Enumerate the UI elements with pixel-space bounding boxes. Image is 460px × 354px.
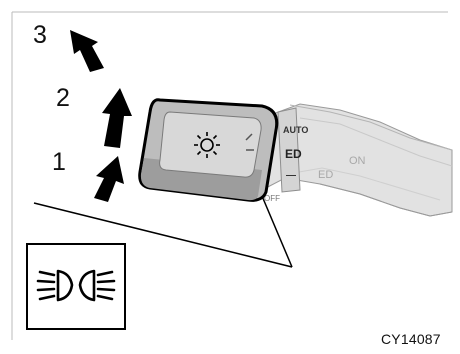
stalk-marking-on: ON [349, 155, 366, 167]
arrow-position-3 [70, 30, 104, 72]
high-beam-headlight-icon [28, 245, 124, 328]
indicator-inset [26, 243, 126, 330]
stalk-marking-ed-2: ED [318, 169, 333, 181]
arrow-position-2 [102, 88, 132, 148]
stalk-marking-dash: — [286, 170, 296, 181]
stalk-marking-off: OFF [264, 194, 280, 203]
stalk-knob [140, 100, 277, 201]
stalk-marking-ed: ED [285, 147, 302, 161]
figure-code: CY14087 [381, 331, 441, 347]
stalk-marking-auto: AUTO [283, 125, 308, 135]
step-label-2: 2 [56, 86, 70, 111]
leader-line [262, 196, 292, 267]
step-label-3: 3 [33, 23, 47, 48]
arrow-position-1 [94, 156, 124, 202]
step-label-1: 1 [52, 150, 66, 175]
